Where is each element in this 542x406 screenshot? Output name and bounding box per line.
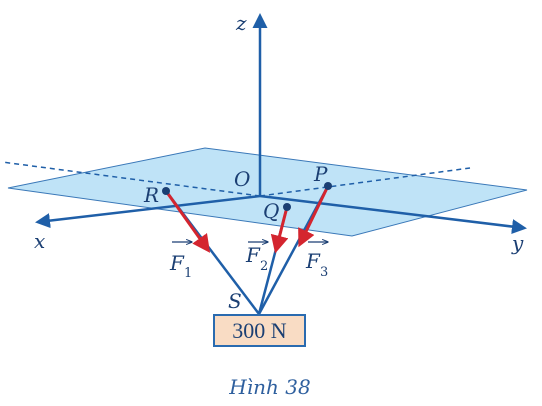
horizontal-plane [7, 147, 528, 237]
force-index-2: 2 [260, 259, 268, 274]
force-arrow-2 [270, 206, 289, 254]
figure-caption: Hình 38 [228, 375, 310, 399]
weight-box [213, 314, 306, 347]
dashed-line-y-back [1, 161, 261, 197]
point-r-dot [162, 187, 170, 195]
point-p-dot [324, 182, 332, 190]
point-s-label: S [228, 289, 242, 313]
y-axis [259, 194, 527, 235]
origin-label: O [234, 167, 250, 191]
x-axis-label: x [34, 229, 45, 253]
force-arrow-1 [164, 190, 211, 253]
y-axis-label: y [511, 231, 524, 255]
point-p-label: P [313, 162, 328, 186]
weight-label: 300 N [232, 318, 287, 343]
force-label-3: F [305, 249, 321, 273]
force-index-3: 3 [320, 265, 328, 280]
force-label-2: F [245, 243, 261, 267]
point-q-dot [283, 203, 291, 211]
force-arrow-3 [298, 185, 330, 248]
force-index-1: 1 [184, 266, 192, 281]
z-axis-label: z [235, 11, 247, 35]
point-q-label: Q [263, 199, 279, 223]
point-r-label: R [143, 183, 159, 207]
force-label-1: F [169, 251, 185, 275]
x-axis [35, 194, 261, 229]
